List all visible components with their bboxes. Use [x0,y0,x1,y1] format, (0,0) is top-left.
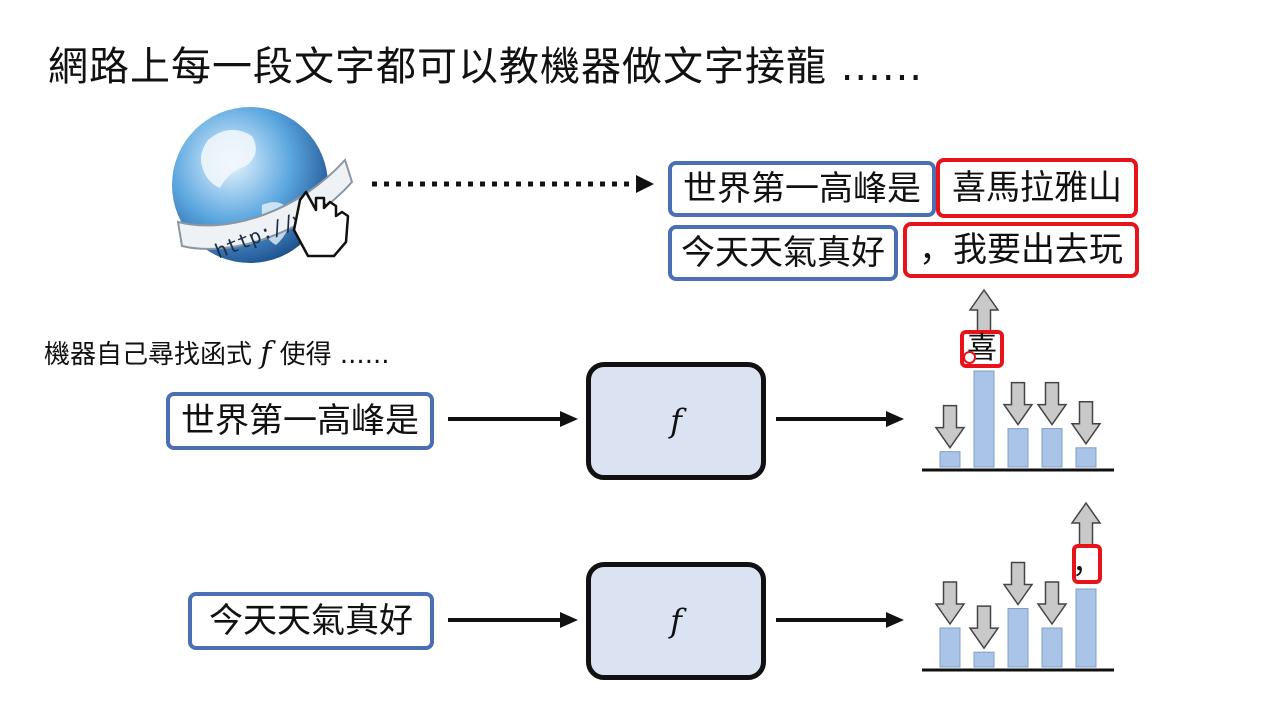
down-arrow-icon [934,581,966,626]
input-to-f-arrow-1 [448,411,578,427]
slide-title: 網路上每一段文字都可以教機器做文字接龍 ...... [48,44,924,90]
subtitle: 機器自己尋找函式 f 使得 ...... [44,334,390,371]
subtitle-prefix: 機器自己尋找函式 [44,340,261,370]
down-arrow-icon [1002,381,1034,426]
up-arrow-icon [968,288,1000,333]
output-distribution-1 [922,288,1114,472]
row1-function-box: f [586,362,766,480]
subtitle-function-symbol: f [260,336,272,371]
input-to-f-arrow-2 [448,612,578,628]
subtitle-suffix: 使得 ...... [271,340,390,370]
url-ribbon [176,158,354,250]
down-arrow-icon [934,404,966,449]
up-arrow-icon [1070,501,1102,546]
row1-input-box: 世界第一高峰是 [166,392,434,450]
bar [973,651,995,668]
row2-input-box: 今天天氣真好 [188,592,434,650]
bar [1075,447,1097,468]
bar [939,451,961,468]
down-arrow-icon [1070,401,1102,446]
row2-function-box: f [586,562,766,680]
bar [973,370,995,468]
output-distribution-2 [922,501,1114,672]
down-arrow-icon [968,605,1000,650]
f-to-output-arrow-2 [776,612,904,628]
bar [1007,428,1029,468]
bar [1007,608,1029,668]
bar [939,627,961,668]
bar [1075,588,1097,668]
bar [1041,428,1063,468]
down-arrow-icon [1036,381,1068,426]
dotted-arrow [372,175,654,193]
example1-continuation-box: 喜馬拉雅山 [936,158,1138,218]
row2-output-token: ， [1072,544,1102,584]
f-to-output-arrow-1 [776,411,904,427]
hand-cursor-icon [292,190,350,258]
example1-context-box: 世界第一高峰是 [668,161,936,217]
example2-continuation-box: ，我要出去玩 [903,222,1139,278]
bar [1041,627,1063,668]
down-arrow-icon [1036,581,1068,626]
example2-context-box: 今天天氣真好 [668,225,898,281]
pointer-dot-icon [963,351,976,364]
down-arrow-icon [1002,561,1034,606]
